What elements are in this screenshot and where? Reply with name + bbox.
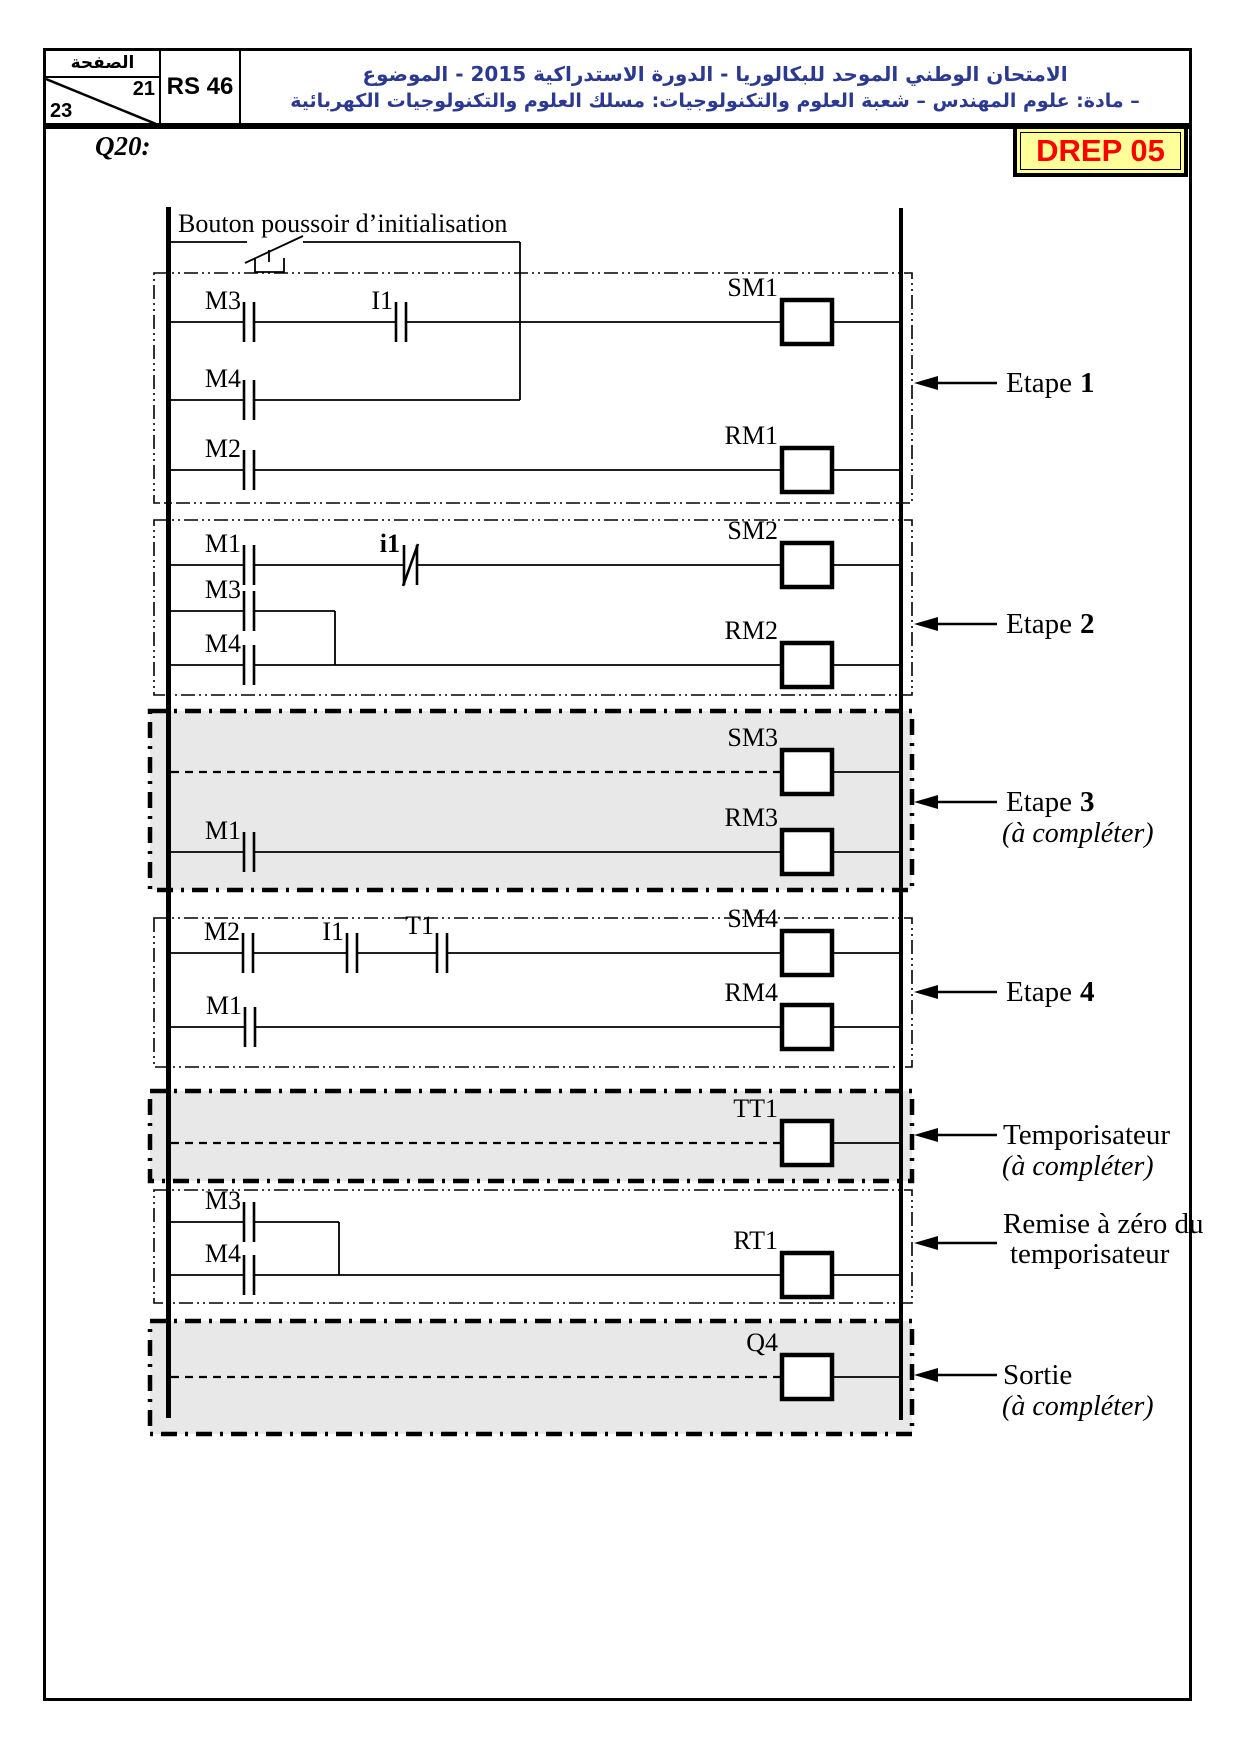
block-rt1	[153, 1189, 913, 1304]
arrow-left-icon	[914, 1236, 938, 1250]
annotation-text: temporisateur	[1010, 1238, 1170, 1270]
annotation-note: (à compléter)	[1002, 1151, 1154, 1182]
block-etape4	[153, 917, 913, 1068]
rung-init-button: Bouton poussoir d’initialisation	[171, 209, 521, 400]
contact-label: T1	[405, 911, 434, 940]
page-total: 23	[50, 100, 73, 122]
contact-label: I1	[371, 286, 393, 315]
rung-tt1: TT1	[171, 1094, 899, 1168]
contact-label: M4	[205, 364, 241, 393]
annotation-text: Temporisateur	[1003, 1119, 1170, 1151]
coil-tt1	[779, 1118, 835, 1168]
coil-sm2	[779, 540, 835, 590]
exam-code: RS 46	[161, 51, 241, 123]
coil-sm3	[779, 747, 835, 797]
rung-rm3: M1 RM3	[171, 803, 899, 877]
rung-q4: Q4	[171, 1328, 899, 1402]
arrow-left-icon	[914, 795, 938, 809]
contact-label: M3	[205, 1186, 241, 1215]
coil-sm1	[779, 297, 835, 347]
rung-rm1: M2 RM1	[171, 421, 899, 495]
coil-label: Q4	[746, 1328, 778, 1357]
coil-rm1	[779, 445, 835, 495]
rung-sm2: M1 i1 SM2	[171, 516, 899, 590]
coil-label: RM3	[725, 803, 778, 832]
coil-label: RM4	[725, 978, 778, 1007]
drep-badge: DREP 05	[1013, 125, 1188, 177]
arrow-left-icon	[914, 376, 938, 390]
coil-label: TT1	[733, 1094, 778, 1123]
rung-rm2: M3 M4 RM2	[171, 575, 899, 690]
drep-badge-text: DREP 05	[1020, 132, 1181, 170]
contact-label: M1	[206, 991, 242, 1020]
contact-label: I1	[322, 917, 344, 946]
contact-label: M2	[205, 434, 241, 463]
coil-rm3	[779, 827, 835, 877]
coil-q4	[779, 1352, 835, 1402]
contact-label: M4	[205, 629, 241, 658]
annotation-sortie: Sortie (à compléter)	[914, 1359, 1154, 1422]
contact-label: M2	[204, 917, 240, 946]
coil-label: SM2	[727, 516, 778, 545]
contact-i1-nc-slash-icon	[401, 543, 420, 587]
page-word: الصفحة	[46, 51, 159, 78]
rung-sm1: M3 I1 SM1	[171, 273, 899, 347]
rung-rm4: M1 RM4	[171, 978, 899, 1052]
page-fraction: 21 23	[46, 78, 159, 125]
block-etape2	[153, 519, 913, 696]
coil-rt1	[779, 1250, 835, 1300]
annotation-remise-a-zero: Remise à zéro du temporisateur	[914, 1208, 1204, 1270]
contact-label: i1	[380, 529, 400, 558]
coil-label: SM3	[727, 723, 778, 752]
diagonal-line	[46, 78, 156, 125]
coil-label: RM2	[725, 616, 778, 645]
page-current: 21	[132, 78, 155, 100]
arrow-left-icon	[914, 1368, 938, 1382]
annotation-text: Remise à zéro du	[1003, 1208, 1204, 1240]
rung-sm4: M2 I1 T1 SM4	[171, 904, 899, 978]
rung-sm3: SM3	[171, 723, 899, 797]
coil-label: RT1	[733, 1226, 778, 1255]
arrow-left-icon	[914, 617, 938, 631]
header-table: الصفحة 21 23 RS 46 الامتحان الوطني الموح…	[43, 48, 1192, 126]
contact-label: M1	[205, 816, 241, 845]
contact-label: M3	[205, 575, 241, 604]
coil-rm4	[779, 1002, 835, 1052]
arrow-left-icon	[914, 1128, 938, 1142]
title-line1: الامتحان الوطني الموحد للبكالوريا - الدو…	[362, 62, 1068, 86]
annotation-note: (à compléter)	[1002, 818, 1154, 849]
push-button-actuator-icon	[254, 258, 285, 273]
annotation-text: Sortie	[1003, 1359, 1072, 1391]
title-line2: – مادة: علوم المهندس – شعبة العلوم والتك…	[290, 90, 1140, 112]
contact-label: M1	[205, 529, 241, 558]
question-label: Q20:	[95, 131, 151, 161]
exam-title: الامتحان الوطني الموحد للبكالوريا - الدو…	[241, 51, 1189, 123]
coil-label: SM4	[727, 904, 778, 933]
coil-sm4	[779, 928, 835, 978]
contact-label: M4	[205, 1239, 241, 1268]
coil-label: RM1	[725, 421, 778, 450]
annotation-note: (à compléter)	[1002, 1391, 1154, 1422]
block-etape1	[153, 272, 913, 504]
coil-rm2	[779, 640, 835, 690]
page-number-cell: الصفحة 21 23	[46, 51, 161, 125]
coil-label: SM1	[727, 273, 778, 302]
init-button-label: Bouton poussoir d’initialisation	[178, 209, 507, 238]
rung-rt1: M3 M4 RT1	[171, 1186, 899, 1300]
contact-label: M3	[205, 286, 241, 315]
rung-m4-parallel: M4	[171, 364, 520, 420]
arrow-left-icon	[914, 985, 938, 999]
push-button-lever-icon	[244, 235, 304, 264]
content-frame	[43, 126, 1192, 1701]
annotation-temporisateur: Temporisateur (à compléter)	[914, 1119, 1170, 1182]
